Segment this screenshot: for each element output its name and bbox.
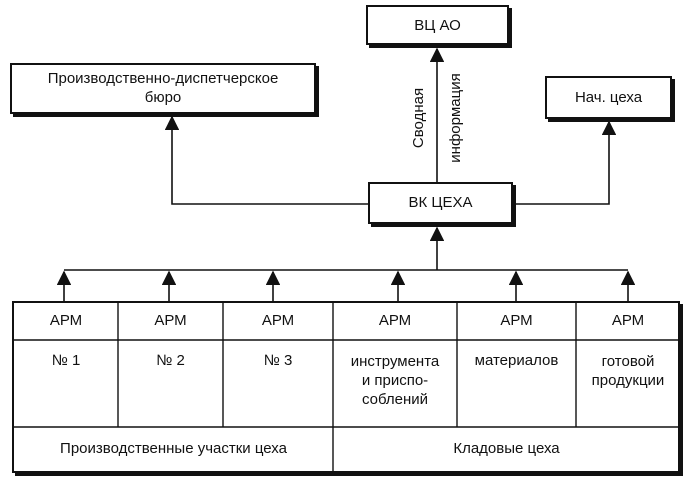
- arm-cell-2: АРМ: [154, 312, 187, 329]
- node-vc-ao: ВЦ АО: [366, 5, 509, 45]
- descr-cell-2: № 2: [156, 352, 185, 369]
- descr-cell-4-line2: и приспо-: [361, 372, 429, 389]
- group-storerooms: Кладовые цеха: [453, 440, 560, 457]
- descr-cell-4-line1: инструмента: [350, 353, 440, 370]
- descr-cell-4: инструмента и приспо- соблений: [333, 352, 457, 409]
- node-vk-shop: ВК ЦЕХА: [368, 182, 513, 224]
- arm-cell-4: АРМ: [378, 312, 412, 329]
- node-pdb-label-line2: бюро: [144, 89, 182, 106]
- descr-cell-5: материалов: [474, 352, 559, 369]
- edge-vk-to-nach: [513, 120, 617, 205]
- node-shop-head-label: Нач. цеха: [574, 89, 643, 106]
- descr-cell-3: № 3: [263, 352, 293, 369]
- descr-cell-6-line1: готовой: [601, 353, 655, 370]
- arm-cell-6: АРМ: [611, 312, 645, 329]
- arm-table: [12, 301, 680, 473]
- edge-vk-to-pdb: [164, 115, 368, 205]
- node-production-dispatch-bureau: Производственно-диспетчерское бюро: [10, 63, 316, 114]
- node-vk-shop-label: ВК ЦЕХА: [408, 194, 473, 211]
- descr-cell-6-line2: продукции: [591, 372, 665, 389]
- descr-cell-4-line3: соблений: [361, 391, 429, 408]
- node-vc-ao-label: ВЦ АО: [414, 17, 461, 34]
- group-production-sites: Производственные участки цеха: [60, 440, 287, 457]
- descr-cell-1: № 1: [51, 352, 81, 369]
- arm-cell-3: АРМ: [261, 312, 295, 329]
- arm-cell-1: АРМ: [49, 312, 83, 329]
- arm-cell-5: АРМ: [500, 312, 533, 329]
- descr-cell-6: готовой продукции: [576, 352, 680, 390]
- node-pdb-label-line1: Производственно-диспетчерское: [47, 70, 279, 87]
- node-shop-head: Нач. цеха: [545, 76, 672, 119]
